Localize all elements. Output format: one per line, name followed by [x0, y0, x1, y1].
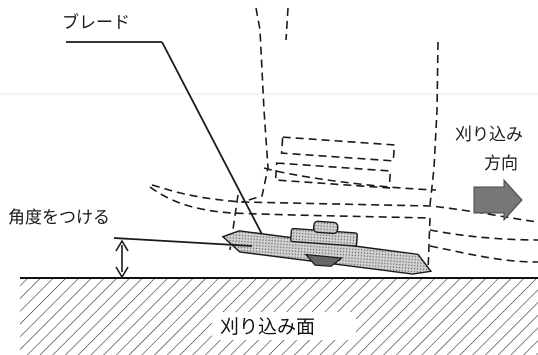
angle-arrow-head-bottom	[115, 266, 129, 279]
mowing-surface-label: 刈り込み面	[220, 316, 315, 338]
direction-label-line2: 方向	[484, 154, 518, 174]
blade-bolt	[312, 220, 339, 235]
mower-housing-bottom	[263, 167, 437, 191]
blade-plate	[221, 230, 433, 275]
blade-callout: ブレード	[62, 12, 266, 241]
mower-right-leg	[427, 217, 431, 273]
mower-housing-outer	[151, 184, 538, 223]
right-arrow-icon	[473, 178, 523, 222]
mower-left-wall	[241, 7, 269, 203]
blade-label: ブレード	[62, 12, 130, 33]
mower-outline-dashed	[149, 7, 538, 273]
mower-housing-front	[285, 7, 289, 41]
vent-slot-lower	[274, 162, 392, 189]
angle-arrow-head-top	[115, 239, 129, 252]
angle-indicator: 角度をつける	[8, 208, 253, 279]
mowing-surface-label-bg	[212, 312, 356, 340]
angle-reference-line	[113, 237, 253, 247]
mower-right-skirt	[429, 229, 538, 241]
mowing-direction: 刈り込み 方向	[455, 125, 523, 222]
blade-hub-bottom	[304, 253, 344, 267]
vent-slot-upper	[280, 136, 396, 162]
mower-right-bottom	[429, 245, 538, 263]
angle-label: 角度をつける	[8, 208, 110, 228]
blade-callout-leader	[161, 41, 266, 241]
direction-label-line1: 刈り込み	[455, 125, 523, 145]
blade-assembly	[221, 220, 433, 275]
mower-rear-skirt	[149, 186, 431, 219]
mower-right-wall	[429, 41, 439, 206]
